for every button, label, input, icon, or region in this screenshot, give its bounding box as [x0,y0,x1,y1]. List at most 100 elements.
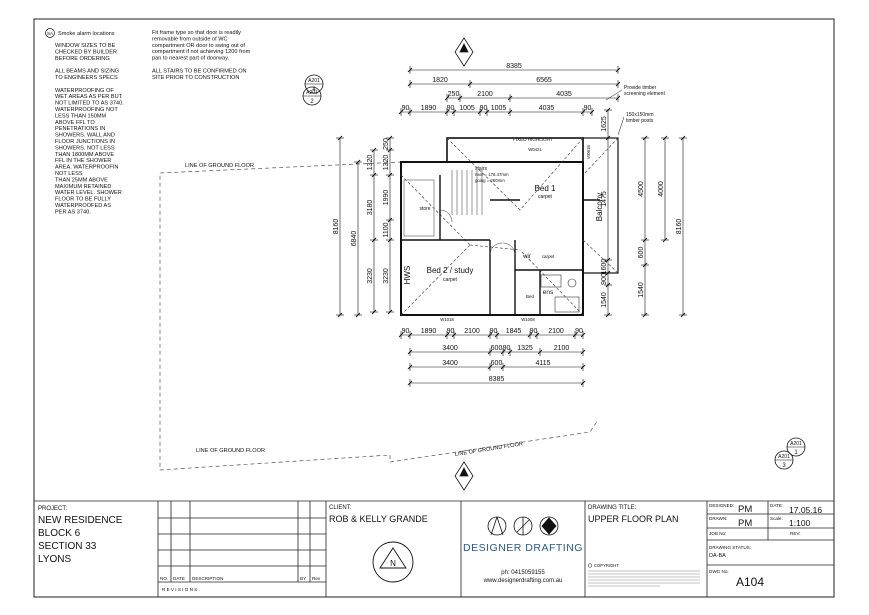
svg-text:N: N [390,559,396,568]
left-note-line: BEFORE ORDERING [55,56,110,62]
dim-top-row3: 4035 [556,91,572,98]
ground-floor-label-top: LINE OF GROUND FLOOR [185,163,254,169]
dim-right-row1: 1600 [601,259,608,275]
room-store: store [419,206,430,212]
rev-col-description: DESCRIPTION [192,576,223,581]
dim-top-row3: 250 [448,91,460,98]
dim-left-row1: 1320 [383,155,390,171]
dim-bottom-row1: 90 [490,328,498,335]
company-name: DESIGNER DRAFTING [463,542,583,554]
window-w1018: W1018 [440,317,454,322]
dim-left-row1: 250 [383,138,390,150]
dim-bottom-row2: 600 [491,345,503,352]
left-note-line: WATER LEVEL. SHOWER [55,190,122,196]
left-note-line: THAN 1800MM ABOVE [55,152,114,158]
dim-right-row1: 1475 [601,191,608,207]
left-note-line: SHOWERS. NOT LESS [55,145,115,151]
room-hws: HWS [403,266,412,285]
ground-floor-label-bottom: LINE OF GROUND FLOOR [196,448,265,454]
north-arrow-bottom [454,461,474,491]
left-note-line: ABOVE FFL TO [55,120,95,126]
dim-top-row4: 90 [402,105,410,112]
dim-bottom-row1: 90 [530,328,538,335]
status-label: DRAWING STATUS: [709,545,751,550]
company-website: www.designerdrafting.com.au [483,578,563,584]
right-note-line: compartment if not achieving 1200 from [152,49,251,55]
dim-top-row2: 6565 [536,77,552,84]
drawing-title-label: DRAWING TITLE: [588,505,637,511]
dim-bottom-row1: 2100 [548,328,564,335]
left-note-line: MAXIMUM RETAINED [55,184,111,190]
left-note-line: NOT LESS [55,171,83,177]
dim-bottom-row2: 90 [503,345,511,352]
dim-right-row1: 1540 [601,292,608,308]
left-note-line: PER AS 3740. [55,209,91,215]
dim-right-overall: 8160 [676,219,683,235]
dim-left-row2: 3180 [367,200,374,216]
left-note-line: FLOOR TO BE FULLY [55,197,111,203]
rev-col-date: DATE [173,576,185,581]
rev-col-no: NO. [160,576,168,581]
dim-bottom-overall: 8385 [489,376,505,383]
room-balcony: Balcony [595,193,604,221]
dwg-number: A104 [736,575,764,589]
room-bed-small: Bed [526,294,535,299]
dim-left-row2: 1320 [367,155,374,171]
right-note-line: pan to nearest part of doorway. [152,56,229,62]
timber-posts-note-2: timber posts [626,118,654,124]
window-w0618: W0618 [586,145,591,159]
right-notes: Fit frame type so that door is readilyre… [152,30,251,81]
job-label: JOB No: [709,531,726,536]
left-note-line: NOT LIMITED TO AS 3740. [55,101,124,107]
title-block [34,500,834,597]
revisions-title: R E V I S I O N S . [162,587,200,592]
right-note-line: Fit frame type so that door is readily [152,30,241,36]
ground-floor-label-right: LINE OF GROUND FLOOR [454,441,523,458]
dim-bottom-row1: 90 [402,328,410,335]
right-note-line: compartment OR door to swing out of [152,43,245,49]
dim-left-row3: 6840 [351,231,358,247]
ground-floor-outline [159,161,599,471]
copyright-label: COPYRIGHT [594,563,619,568]
dim-top-row4: 4035 [539,105,555,112]
right-note-line: ALL STAIRS TO BE CONFIRMED ON [152,68,247,74]
designed-value: PM [738,504,752,515]
dim-top-row4: 90 [447,105,455,112]
dim-left-row1: 1100 [383,222,390,237]
rev-col-rev: Rev [312,576,321,581]
timber-screen-note-1: Provide timber [624,85,657,91]
left-note-line: AREA. WATERPROOFIN [55,165,118,171]
drawing-title: UPPER FLOOR PLAN [588,514,679,524]
room-bed1-floor: carpet [538,194,553,200]
left-note-line: THAN 25MM ABOVE [55,177,108,183]
room-wir: wir [522,254,531,260]
room-ens: ens [543,289,554,296]
scale-value: 1:100 [789,518,811,528]
project-line-3: SECTION 33 [38,541,97,552]
section-marker-num: 2 [310,99,314,105]
smoke-alarm-symbol: SA [47,31,53,36]
north-arrow-top [454,37,474,67]
dim-top-row3: 2100 [477,91,493,98]
dim-bottom-row1: 90 [447,328,455,335]
right-note-line: removable from outside of WC [152,36,228,42]
drawn-value: PM [738,518,752,529]
dim-bottom-row3: 3400 [442,360,458,367]
dim-left-row1: 3230 [383,268,390,284]
dim-top-row2: 1820 [432,77,448,84]
dim-bottom-row2: 1325 [517,345,533,352]
dim-right-row1: 900 [601,273,608,285]
dim-right-row2: 600 [638,247,645,259]
section-marker-sheet: A201 [308,78,320,84]
dim-bottom-row1: 1890 [421,328,437,335]
client-label: CLIENT: [329,505,352,511]
left-note-line: LESS THAN 150MM [55,113,107,119]
dim-top-row4: 1005 [491,105,507,112]
scale-label: Scale: [770,516,783,521]
dim-right-row2: 1540 [638,282,645,298]
dim-top-row4: 90 [584,105,592,112]
project-line-1: NEW RESIDENCE [38,515,123,526]
